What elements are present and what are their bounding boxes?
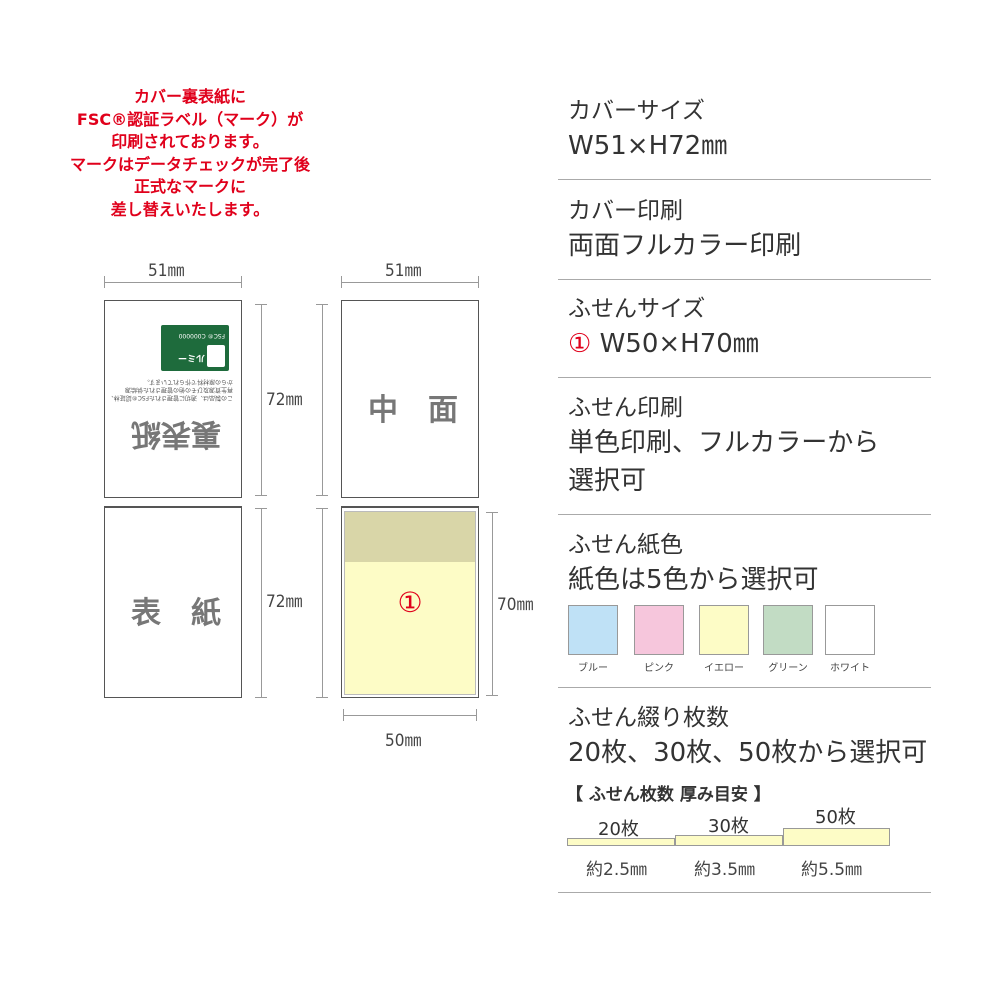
swatch-blue (568, 605, 618, 655)
fsc-label-area: この製品は、適切に管理されたFSC®認証林、 再生資源及びその他の管理された供給… (107, 309, 233, 401)
sticky-size-title: ふせんサイズ (568, 296, 706, 322)
pad-width-label: 50㎜ (385, 731, 422, 751)
cover-print-title: カバー印刷 (568, 198, 683, 224)
inside-bottom-height-line (322, 508, 323, 698)
sheet-count-title: ふせん綴り枚数 (568, 705, 729, 731)
cover-size-value: W51×H72㎜ (568, 131, 728, 161)
cover-bottom-height-line (261, 508, 262, 698)
cover-width-dimension-line (104, 282, 242, 283)
cover-top-height-line (261, 304, 262, 496)
swatch-label: ホワイト (830, 663, 870, 674)
inside-top-panel: 中 面 (341, 300, 479, 498)
swatch-pink (634, 605, 684, 655)
swatch-label: ブルー (578, 663, 608, 674)
dimension-tick (241, 276, 242, 288)
fsc-note: カバー裏表紙に FSC®認証ラベル（マーク）が 印刷されております。 マークはデ… (20, 86, 360, 221)
sticky-pad-number: ① (397, 586, 423, 619)
dimension-tick (486, 512, 498, 513)
pad-30-thickness: 約3.5㎜ (694, 860, 756, 880)
cover-width-label: 51㎜ (148, 261, 185, 281)
pad-width-line (343, 715, 477, 716)
paper-color-title: ふせん紙色 (568, 532, 683, 558)
dimension-tick (316, 304, 328, 305)
cover-top-height-label: 72㎜ (266, 390, 303, 410)
spec-divider (558, 687, 931, 688)
inside-fold (341, 497, 479, 507)
sheet-count-value: 20枚、30枚、50枚から選択可 (568, 738, 928, 768)
thickness-heading: 【 ふせん枚数 厚み目安 】 (566, 785, 771, 805)
pad-30-count: 30枚 (708, 816, 749, 837)
fsc-tree-icon (207, 345, 225, 367)
note-line: 正式なマークに (133, 177, 246, 196)
paper-color-value: 紙色は5色から選択可 (568, 565, 819, 595)
front-cover-panel: 表 紙 (104, 507, 242, 698)
spec-divider (558, 892, 931, 893)
spec-divider (558, 179, 931, 180)
sticky-print-title: ふせん印刷 (568, 395, 683, 421)
fsc-code: FSC® C000000 (178, 332, 225, 339)
sticky-size-number: ① (568, 329, 592, 359)
dimension-tick (316, 697, 328, 698)
dimension-tick (255, 495, 267, 496)
fsc-legal-text: この製品は、適切に管理されたFSC®認証林、 再生資源及びその他の管理された供給… (107, 378, 233, 401)
sticky-size-value: W50×H70㎜ (591, 329, 759, 359)
note-line: FSC®認証ラベル（マーク）が (76, 109, 304, 129)
inside-bottom-panel: ① (341, 507, 479, 698)
spec-divider (558, 514, 931, 515)
dimension-tick (104, 276, 105, 288)
sticky-pad-adhesive (345, 512, 475, 562)
inside-width-dimension-line (341, 282, 479, 283)
pad-50-bar (783, 828, 890, 846)
dimension-tick (316, 508, 328, 509)
note-line: 印刷されております。 (111, 132, 269, 151)
swatch-label: グリーン (768, 663, 808, 674)
inside-label: 中 面 (368, 393, 458, 428)
pad-height-label: 70㎜ (497, 595, 534, 615)
note-line: カバー裏表紙に (133, 87, 246, 106)
fsc-brand: ルミー (177, 352, 205, 362)
pad-30-bar (675, 835, 783, 846)
dimension-tick (316, 495, 328, 496)
cover-print-value: 両面フルカラー印刷 (568, 231, 802, 261)
back-cover-panel: この製品は、適切に管理されたFSC®認証林、 再生資源及びその他の管理された供給… (104, 300, 242, 498)
pad-height-line (492, 512, 493, 696)
swatch-label: イエロー (704, 663, 744, 674)
inside-width-label: 51㎜ (385, 261, 422, 281)
sticky-print-value-2: 選択可 (568, 466, 647, 496)
cover-bottom-height-label: 72㎜ (266, 592, 303, 612)
sticky-pad: ① (344, 511, 476, 695)
dimension-tick (255, 697, 267, 698)
dimension-tick (343, 709, 344, 721)
dimension-tick (476, 709, 477, 721)
pad-20-bar (567, 838, 675, 846)
note-line: マークはデータチェックが完了後 (69, 154, 310, 174)
spec-divider (558, 279, 931, 280)
sticky-size-value-row: ① W50×H70㎜ (568, 326, 932, 362)
dimension-tick (478, 276, 479, 288)
pad-50-count: 50枚 (815, 807, 856, 828)
cover-fold (104, 497, 242, 507)
pad-20-count: 20枚 (598, 819, 639, 840)
pad-50-thickness: 約5.5㎜ (801, 860, 863, 880)
paper-color-swatches: ブルー ピンク イエロー グリーン ホワイト (568, 605, 938, 675)
dimension-tick (255, 304, 267, 305)
dimension-tick (341, 276, 342, 288)
swatch-green (763, 605, 813, 655)
cover-size-title: カバーサイズ (568, 98, 705, 124)
note-line: 差し替えいたします。 (110, 199, 270, 219)
dimension-tick (486, 695, 498, 696)
dimension-tick (255, 508, 267, 509)
spec-divider (558, 377, 931, 378)
inside-top-height-line (322, 304, 323, 496)
swatch-white (825, 605, 875, 655)
sticky-print-value-1: 単色印刷、フルカラーから (568, 428, 880, 458)
pad-20-thickness: 約2.5㎜ (586, 860, 648, 880)
swatch-label: ピンク (644, 663, 674, 674)
fsc-logo: ルミー FSC® C000000 (161, 325, 229, 371)
front-cover-label: 表 紙 (131, 596, 221, 631)
back-cover-label: 裏表紙 (131, 416, 221, 451)
swatch-yellow (699, 605, 749, 655)
